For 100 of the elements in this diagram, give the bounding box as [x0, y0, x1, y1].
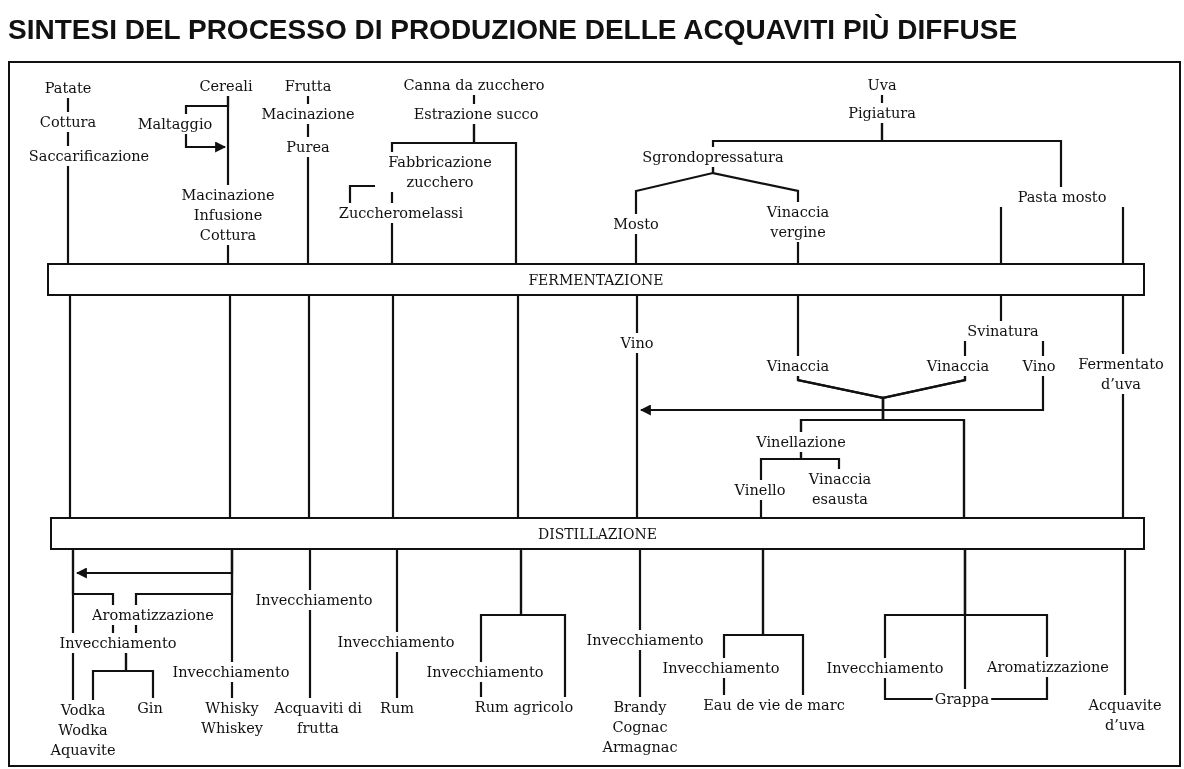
connector-line: [881, 376, 967, 517]
step-label: Mosto: [613, 214, 659, 234]
step-label: Vino: [620, 333, 654, 353]
product-label: Acquavite d’uva: [1077, 695, 1173, 735]
connector-line: [306, 96, 310, 104]
connector-line: [991, 677, 1049, 701]
connector-line: [472, 124, 518, 263]
connector-line: [134, 625, 138, 633]
connector-line: [390, 192, 394, 203]
connector-line: [759, 500, 763, 517]
raw-material-label: Uva: [867, 75, 897, 95]
connector-line: [472, 95, 476, 104]
connector-line: [308, 550, 312, 590]
step-label: Invecchiamento: [59, 633, 177, 653]
connector-line: [1123, 550, 1127, 695]
step-label: Invecchiamento: [172, 662, 290, 682]
connector-line: [230, 550, 234, 662]
step-label: Vinello: [734, 480, 786, 500]
arrow: [639, 376, 1045, 416]
connector-line: [71, 653, 75, 700]
product-label: Rum: [380, 698, 414, 718]
connector-line: [230, 682, 234, 698]
connector-line: [306, 124, 310, 137]
connector-line: [519, 550, 567, 697]
step-label: Sgrondopressatura: [642, 147, 784, 167]
step-label: Vinaccia: [926, 356, 990, 376]
process-band: [47, 263, 1145, 296]
connector-line: [883, 678, 933, 701]
connector-line: [635, 296, 639, 333]
step-label: Zuccheromelassi: [338, 203, 464, 223]
connector-line: [880, 123, 1063, 187]
step-label: Vinellazione: [756, 432, 846, 452]
step-label: Saccarificazione: [28, 146, 150, 166]
product-label: Brandy Cognac Armagnac: [590, 697, 690, 757]
connector-line: [880, 95, 884, 103]
step-label: Fermentato d’uva: [1071, 354, 1171, 394]
step-label: Vinaccia esausta: [797, 469, 883, 509]
connector-line: [799, 452, 841, 469]
step-label: Vinaccia vergine: [755, 202, 841, 242]
step-label: Vinaccia: [766, 356, 830, 376]
connector-line: [963, 550, 1049, 657]
connector-line: [761, 550, 805, 695]
step-label: Invecchiamento: [826, 658, 944, 678]
step-label: Fabbricazione zucchero: [375, 152, 505, 192]
raw-material-label: Cereali: [199, 76, 253, 96]
connector-line: [638, 650, 642, 697]
product-label: Gin: [137, 698, 163, 718]
connector-line: [111, 625, 115, 633]
band-label: FERMENTAZIONE: [528, 270, 664, 290]
connector-line: [308, 610, 312, 698]
connector-line: [1121, 296, 1125, 354]
raw-material-label: Frutta: [284, 76, 332, 96]
step-label: Invecchiamento: [426, 662, 544, 682]
connector-line: [796, 296, 800, 356]
connector-line: [395, 652, 399, 698]
connector-line: [479, 682, 483, 697]
step-label: Invecchiamento: [586, 630, 704, 650]
connector-line: [66, 132, 70, 146]
connector-line: [184, 96, 230, 114]
connector-line: [226, 245, 230, 263]
product-label: Vodka Wodka Aquavite: [48, 700, 118, 760]
connector-line: [711, 167, 800, 202]
step-label: Macinazione: [261, 104, 355, 124]
product-label: Eau de vie de marc: [703, 695, 845, 715]
product-label: Rum agricolo: [474, 697, 574, 717]
step-label: Invecchiamento: [662, 658, 780, 678]
connector-line: [516, 296, 520, 517]
step-label: Estrazione succo: [413, 104, 539, 124]
connector-line: [395, 550, 399, 632]
product-label: Acquaviti di frutta: [273, 698, 363, 738]
step-label: Invecchiamento: [255, 590, 373, 610]
connector-line: [391, 296, 395, 517]
raw-material-label: Canna da zucchero: [403, 75, 545, 95]
step-label: Invecchiamento: [337, 632, 455, 652]
connector-line: [635, 353, 639, 517]
arrow: [184, 134, 227, 153]
step-label: Pasta mosto: [996, 187, 1128, 207]
product-label: Whisky Whiskey: [194, 698, 270, 738]
band-label: DISTILLAZIONE: [537, 524, 658, 544]
connector-line: [307, 296, 311, 517]
connector-line: [306, 157, 310, 263]
connector-line: [390, 223, 394, 263]
step-label: Aromatizzazione: [987, 657, 1109, 677]
step-label: Patate: [44, 78, 92, 98]
connector-line: [1121, 207, 1125, 263]
step-label: Cottura: [39, 112, 97, 132]
connector-line: [634, 234, 638, 263]
connector-line: [1121, 394, 1125, 517]
step-label: Svinatura: [967, 321, 1039, 341]
connector-line: [796, 242, 800, 263]
connector-line: [68, 296, 72, 517]
connector-line: [638, 550, 642, 630]
connector-line: [66, 98, 70, 112]
step-label: Macinazione Infusione Cottura: [168, 185, 288, 245]
diagram-title: SINTESI DEL PROCESSO DI PRODUZIONE DELLE ACQUAVITI PIÙ DIFFUSE: [8, 14, 1018, 46]
connector-line: [71, 550, 115, 605]
step-label: Vino: [1022, 356, 1056, 376]
connector-line: [999, 207, 1003, 263]
step-label: Purea: [286, 137, 330, 157]
connector-line: [348, 184, 375, 203]
